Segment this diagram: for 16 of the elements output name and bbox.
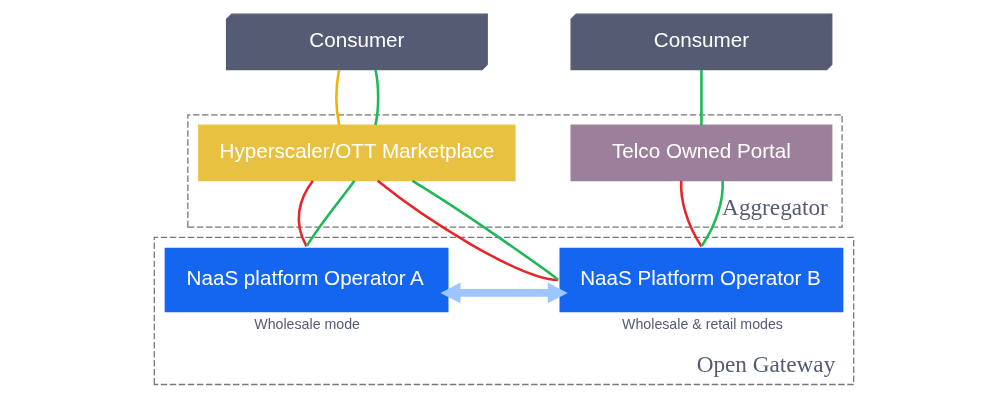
connector xyxy=(305,179,355,247)
connector xyxy=(297,179,314,247)
node-box: Hyperscaler/OTT Marketplace xyxy=(197,124,516,181)
connector xyxy=(699,69,703,125)
node-box: NaaS platform Operator A xyxy=(164,247,448,312)
node-label: Wholesale mode xyxy=(253,315,360,332)
node-box: Telco Owned Portal xyxy=(569,124,832,181)
node-label: Wholesale & retail modes xyxy=(621,315,783,332)
connector xyxy=(411,179,559,281)
arrow xyxy=(440,281,568,303)
connector xyxy=(679,180,703,247)
connector xyxy=(700,180,724,247)
connector xyxy=(376,179,558,281)
connector xyxy=(373,69,379,125)
connector xyxy=(334,69,340,125)
node-box: NaaS Platform Operator B xyxy=(559,247,843,312)
